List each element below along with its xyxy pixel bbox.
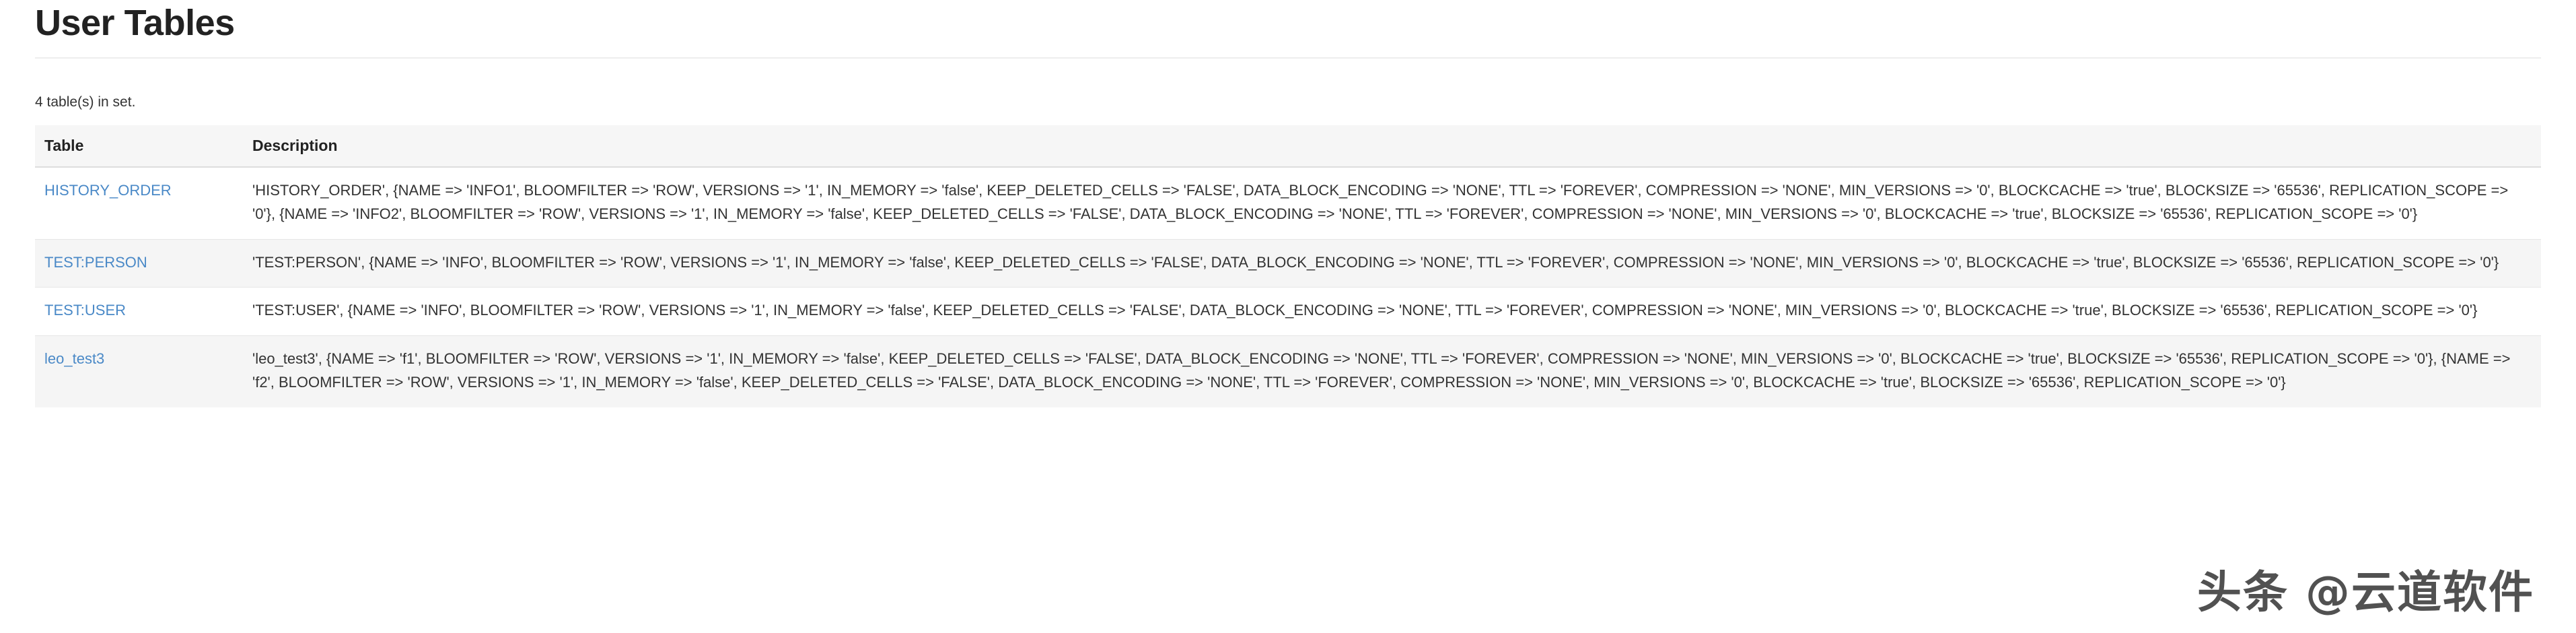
page-title: User Tables bbox=[35, 3, 235, 43]
table-name-cell: HISTORY_ORDER bbox=[35, 166, 240, 240]
table-link-leo-test3[interactable]: leo_test3 bbox=[44, 350, 105, 368]
table-description-text: 'leo_test3', {NAME => 'f1', BLOOMFILTER … bbox=[252, 350, 2511, 391]
table-count-text: 4 table(s) in set. bbox=[35, 94, 136, 110]
table-row: TEST:USER 'TEST:USER', {NAME => 'INFO', … bbox=[35, 287, 2541, 336]
table-name-cell: TEST:PERSON bbox=[35, 238, 240, 288]
table-body: HISTORY_ORDER 'HISTORY_ORDER', {NAME => … bbox=[35, 166, 2541, 407]
table-head: Table Description bbox=[35, 125, 2541, 168]
table-description-cell: 'TEST:PERSON', {NAME => 'INFO', BLOOMFIL… bbox=[240, 238, 2541, 288]
user-tables-table: Table Description HISTORY_ORDER 'HISTORY… bbox=[35, 125, 2541, 407]
table-header-row: Table Description bbox=[35, 125, 2541, 168]
column-header-table[interactable]: Table bbox=[35, 125, 240, 168]
table-name-cell: TEST:USER bbox=[35, 287, 240, 336]
table-link-test-user[interactable]: TEST:USER bbox=[44, 302, 127, 319]
table-name-cell: leo_test3 bbox=[35, 335, 240, 407]
table-row: TEST:PERSON 'TEST:PERSON', {NAME => 'INF… bbox=[35, 238, 2541, 288]
table-description-text: 'TEST:PERSON', {NAME => 'INFO', BLOOMFIL… bbox=[252, 253, 2499, 271]
table-description-text: 'TEST:USER', {NAME => 'INFO', BLOOMFILTE… bbox=[252, 302, 2478, 319]
table-row: HISTORY_ORDER 'HISTORY_ORDER', {NAME => … bbox=[35, 166, 2541, 240]
table-link-history-order[interactable]: HISTORY_ORDER bbox=[44, 182, 172, 199]
table-link-test-person[interactable]: TEST:PERSON bbox=[44, 253, 147, 271]
table-description-text: 'HISTORY_ORDER', {NAME => 'INFO1', BLOOM… bbox=[252, 182, 2509, 222]
table-description-cell: 'leo_test3', {NAME => 'f1', BLOOMFILTER … bbox=[240, 335, 2541, 407]
watermark-overlay: 头条 @云道软件 bbox=[2197, 566, 2534, 618]
table-description-cell: 'HISTORY_ORDER', {NAME => 'INFO1', BLOOM… bbox=[240, 166, 2541, 240]
page-header: User Tables bbox=[35, 0, 2541, 59]
column-header-description[interactable]: Description bbox=[240, 125, 2541, 168]
table-row: leo_test3 'leo_test3', {NAME => 'f1', BL… bbox=[35, 335, 2541, 407]
table-description-cell: 'TEST:USER', {NAME => 'INFO', BLOOMFILTE… bbox=[240, 287, 2541, 336]
